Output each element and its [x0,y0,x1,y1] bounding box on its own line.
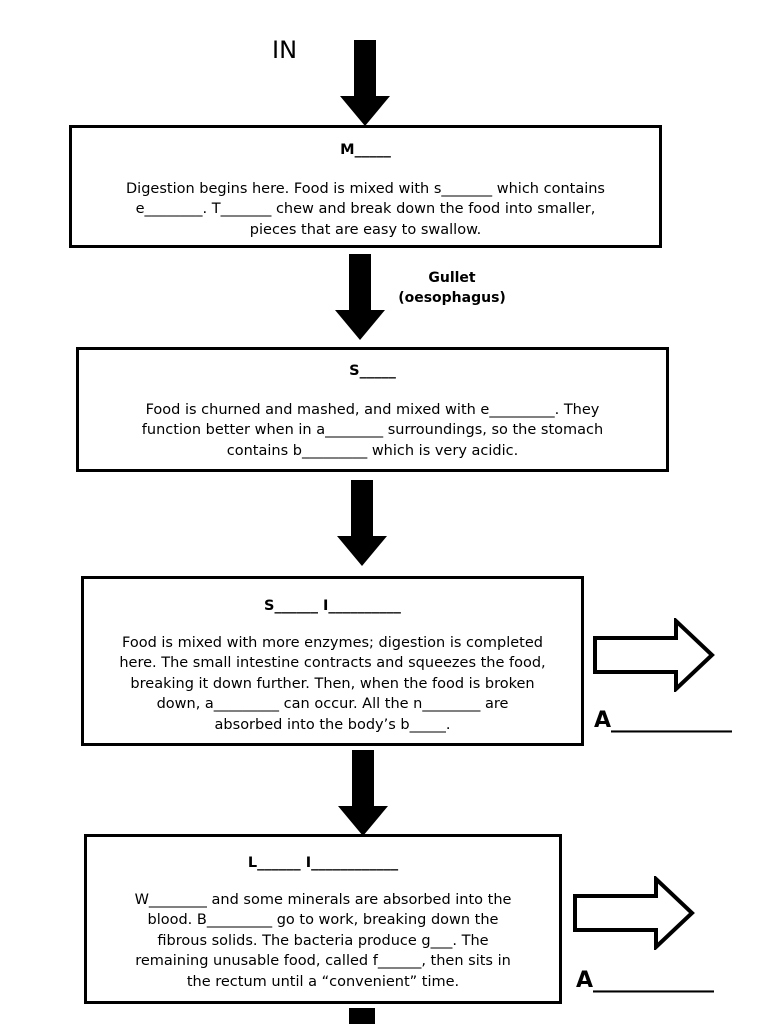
large-intestine-box: L______ I____________ W________ and some… [84,834,562,1004]
right-arrow-icon [593,618,715,692]
text-line: here. The small intestine contracts and … [119,655,546,671]
text-line: blood. B_________ go to work, breaking d… [147,912,499,928]
text-line: Digestion begins here. Food is mixed wit… [126,180,605,197]
absorption-label: A___________ [594,708,733,733]
text-line: down, a_________ can occur. All the n___… [156,696,509,712]
text-line: Food is churned and mashed, and mixed wi… [145,401,600,418]
small-intestine-heading: S______ I__________ [264,598,401,614]
down-arrow-icon [338,750,388,836]
stomach-heading: S_____ [349,363,396,379]
large-intestine-heading: L______ I____________ [247,855,399,871]
text-line: remaining unusable food, called f______,… [135,953,511,969]
absorption-label: A___________ [576,968,715,993]
large-intestine-description: W________ and some minerals are absorbed… [87,890,559,993]
mouth-heading: M_____ [340,142,391,158]
text-line: contains b_________ which is very acidic… [226,442,519,459]
gullet-label: Gullet (oesophagus) [398,268,506,308]
text-line: absorbed into the body’s b_____. [214,716,451,733]
mouth-box: M_____ Digestion begins here. Food is mi… [69,125,662,248]
small-intestine-box: S______ I__________ Food is mixed with m… [81,576,584,746]
down-arrow-icon [337,480,387,566]
stomach-description: Food is churned and mashed, and mixed wi… [79,400,666,462]
text-line: the rectum until a “convenient” time. [186,973,460,990]
text-line: function better when in a________ surrou… [141,422,604,438]
in-label: IN [272,36,298,64]
down-arrow-icon [340,40,390,126]
stomach-box: S_____ Food is churned and mashed, and m… [76,347,669,472]
down-arrow-icon [335,254,385,340]
text-line: pieces that are easy to swallow. [249,221,482,238]
text-line: W________ and some minerals are absorbed… [134,891,512,908]
down-arrow-icon [349,1008,375,1024]
gullet-label-line: (oesophagus) [398,290,506,306]
gullet-label-line: Gullet [428,270,476,286]
text-line: breaking it down further. Then, when the… [130,675,535,692]
right-arrow-icon [573,876,695,950]
text-line: e________. T_______ chew and break down … [135,201,596,217]
mouth-description: Digestion begins here. Food is mixed wit… [72,179,659,241]
text-line: fibrous solids. The bacteria produce g__… [157,932,489,949]
small-intestine-description: Food is mixed with more enzymes; digesti… [84,633,581,736]
text-line: Food is mixed with more enzymes; digesti… [122,634,543,651]
